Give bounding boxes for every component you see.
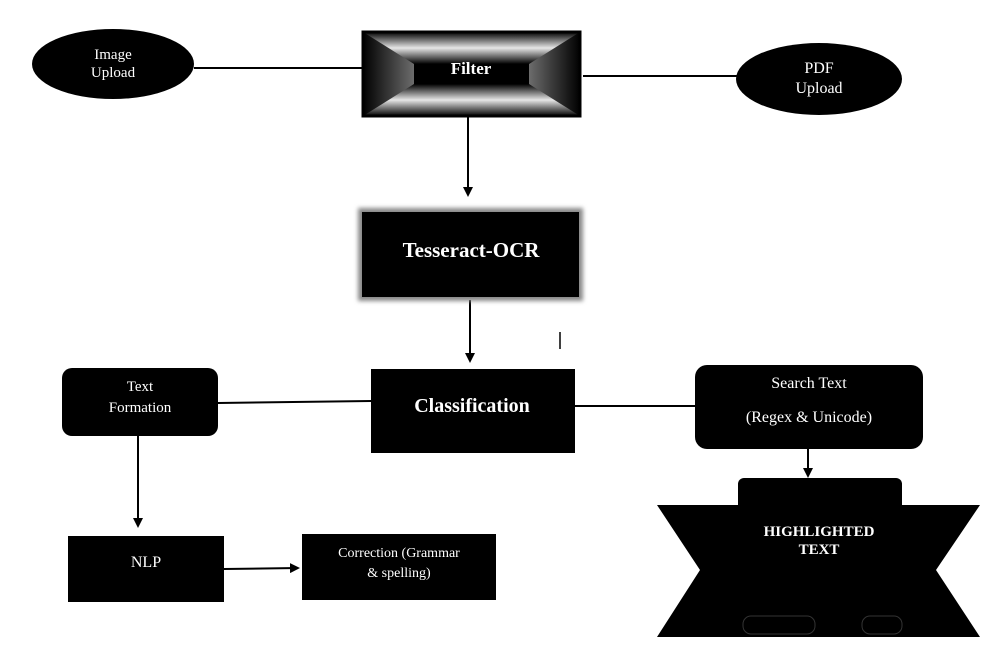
search-text-line-2: (Regex & Unicode): [746, 409, 872, 426]
pdf-upload-line-2: Upload: [795, 80, 842, 97]
node-classification: Classification: [371, 369, 575, 453]
node-pdf-upload: PDF Upload: [736, 43, 902, 115]
node-filter: Filter: [361, 30, 582, 118]
node-tesseract-ocr: Tesseract-OCR: [358, 208, 583, 301]
correction-line-1: Correction (Grammar: [338, 546, 460, 561]
node-image-upload: Image Upload: [32, 29, 194, 99]
image-upload-line-2: Upload: [91, 65, 136, 81]
node-correction: Correction (Grammar & spelling): [302, 534, 496, 600]
nlp-label: NLP: [131, 554, 161, 571]
highlighted-line-1: HIGHLIGHTED: [764, 524, 875, 540]
node-highlighted-text: HIGHLIGHTED TEXT: [657, 478, 980, 637]
search-text-line-1: Search Text: [771, 375, 847, 392]
edge-nlp-correction: [223, 563, 300, 574]
node-search-text: Search Text (Regex & Unicode): [695, 365, 923, 449]
image-upload-line-1: Image: [94, 47, 132, 63]
edges: [133, 67, 813, 574]
text-formation-line-2: Formation: [109, 400, 172, 416]
filter-label: Filter: [451, 59, 492, 78]
pdf-upload-line-1: PDF: [804, 60, 833, 77]
node-text-formation: Text Formation: [62, 368, 218, 436]
classification-label: Classification: [414, 395, 530, 417]
text-formation-line-1: Text: [127, 379, 154, 395]
edge-text-formation-classification: [217, 400, 372, 404]
node-nlp: NLP: [68, 536, 224, 602]
correction-line-2: & spelling): [367, 566, 431, 581]
tesseract-label: Tesseract-OCR: [403, 238, 541, 262]
highlighted-line-2: TEXT: [799, 542, 840, 558]
